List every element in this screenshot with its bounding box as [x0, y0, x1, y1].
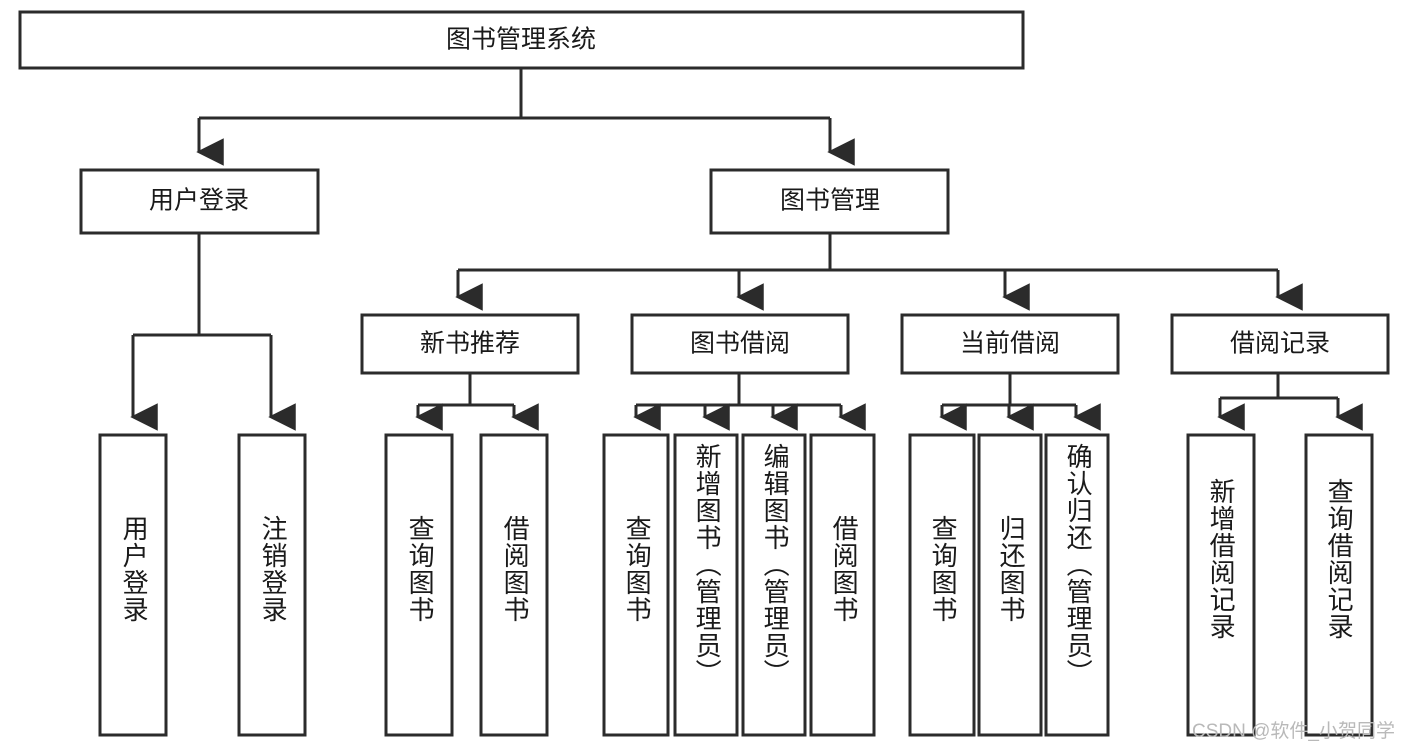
node-book-management-box — [709, 168, 950, 235]
connector-group-book-management — [455, 233, 1303, 311]
connector-group-new-book-recommend — [415, 373, 539, 431]
node-leaf-query-book-2-box[interactable] — [602, 433, 670, 737]
node-user-login[interactable]: 用户登录 — [79, 168, 320, 235]
node-leaf-add-book-box[interactable] — [673, 433, 739, 737]
node-book-borrow-box — [630, 313, 850, 375]
node-book-borrow-label: 图书借阅 — [690, 330, 790, 358]
connector-group-book-borrow — [633, 373, 866, 431]
node-borrow-record-box — [1170, 313, 1390, 375]
node-leaf-borrow-book-2-box[interactable] — [809, 433, 876, 737]
node-leaf-add-borrow-record-box[interactable] — [1186, 433, 1256, 737]
connector-group-current-borrow — [939, 373, 1101, 431]
connector-group-user-login — [130, 233, 296, 431]
csdn-watermark: CSDN @软件_小贺同学 — [1192, 721, 1395, 742]
node-user-login-box — [79, 168, 320, 235]
node-borrow-record-label: 借阅记录 — [1230, 330, 1330, 358]
node-root-title[interactable]: 图书管理系统 — [18, 10, 1025, 70]
node-new-book-recommend-box — [360, 313, 580, 375]
node-leaf-confirm-return-box[interactable] — [1044, 433, 1110, 737]
node-current-borrow[interactable]: 当前借阅 — [900, 313, 1120, 375]
node-leaf-logout-login-box[interactable] — [237, 433, 307, 737]
node-leaf-query-book-3-box[interactable] — [908, 433, 976, 737]
node-root-title-box — [18, 10, 1025, 70]
node-leaf-return-book-box[interactable] — [977, 433, 1043, 737]
connector-group-borrow-record — [1217, 373, 1363, 431]
node-current-borrow-label: 当前借阅 — [960, 330, 1060, 358]
node-leaf-user-login-box[interactable] — [98, 433, 168, 737]
node-leaf-borrow-book-1-box[interactable] — [479, 433, 549, 737]
node-book-management[interactable]: 图书管理 — [709, 168, 950, 235]
node-new-book-recommend[interactable]: 新书推荐 — [360, 313, 580, 375]
node-root-title-label: 图书管理系统 — [446, 26, 596, 54]
node-current-borrow-box — [900, 313, 1120, 375]
node-borrow-record[interactable]: 借阅记录 — [1170, 313, 1390, 375]
connector-group-root — [196, 68, 855, 166]
node-leaf-query-borrow-record-box[interactable] — [1304, 433, 1374, 737]
node-book-borrow[interactable]: 图书借阅 — [630, 313, 850, 375]
node-leaf-query-book-1-box[interactable] — [384, 433, 454, 737]
node-user-login-label: 用户登录 — [149, 187, 249, 215]
node-book-management-label: 图书管理 — [780, 187, 880, 215]
node-leaf-edit-book-box[interactable] — [741, 433, 807, 737]
node-new-book-recommend-label: 新书推荐 — [420, 330, 520, 358]
